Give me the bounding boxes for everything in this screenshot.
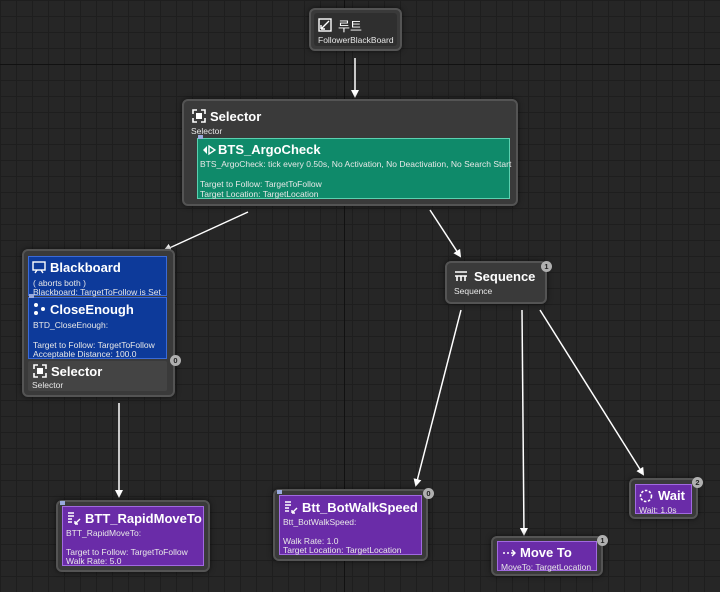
blackboard-line2: Blackboard: TargetToFollow is Set xyxy=(33,287,161,297)
walkspeed-line3: Target Location: TargetLocation xyxy=(283,545,402,555)
execution-index-badge: 1 xyxy=(541,261,552,272)
grid-axis-horizontal xyxy=(0,64,720,65)
wait-title: Wait xyxy=(658,488,685,503)
root-subtitle: FollowerBlackBoard xyxy=(318,35,394,45)
task-marker-icon xyxy=(277,490,282,494)
blackboard-icon xyxy=(32,261,46,274)
closeenough-icon xyxy=(34,303,45,315)
task-icon xyxy=(68,512,81,525)
decorator-marker-icon xyxy=(29,294,34,298)
task-marker-icon xyxy=(60,501,65,505)
moveto-icon xyxy=(503,549,516,557)
task-botwalkspeed-node[interactable]: Btt_BotWalkSpeed Btt_BotWalkSpeed: Walk … xyxy=(273,488,434,561)
walkspeed-line1: Btt_BotWalkSpeed: xyxy=(283,517,357,527)
rapidmove-line1: BTT_RapidMoveTo: xyxy=(66,528,142,538)
decorator-blackboard[interactable]: Blackboard ( aborts both ) Blackboard: T… xyxy=(28,256,167,297)
wire-sequence-walkspeed xyxy=(413,309,462,487)
decorator-closeenough[interactable]: CloseEnough BTD_CloseEnough: Target to F… xyxy=(28,294,167,359)
wire-sequence-wait xyxy=(539,309,645,476)
sequence-subtitle: Sequence xyxy=(454,286,493,296)
closeenough-line3: Acceptable Distance: 100.0 xyxy=(33,349,137,359)
selector-icon xyxy=(33,364,47,378)
task-icon xyxy=(285,501,298,514)
blackboard-line1: ( aborts both ) xyxy=(33,278,86,288)
wire-selector-left xyxy=(163,211,249,252)
execution-index-badge: 1 xyxy=(597,535,608,546)
sequence-title: Sequence xyxy=(474,269,536,284)
closeenough-title: CloseEnough xyxy=(50,302,134,317)
task-wait-node[interactable]: Wait Wait: 1.0s 2 xyxy=(629,477,703,519)
service-title: BTS_ArgoCheck xyxy=(218,142,321,157)
rapidmove-title: BTT_RapidMoveTo xyxy=(85,511,202,526)
service-marker-icon xyxy=(198,135,203,139)
rapidmove-line3: Walk Rate: 5.0 xyxy=(66,556,122,566)
service-icon xyxy=(203,144,216,156)
execution-index-badge: 2 xyxy=(692,477,703,488)
wire-selector-sequence xyxy=(429,209,462,258)
sequence-node[interactable]: Sequence Sequence 1 xyxy=(445,261,552,304)
selector-icon xyxy=(192,109,206,123)
moveto-title: Move To xyxy=(520,545,572,560)
left-selector[interactable]: Selector Selector xyxy=(28,361,167,391)
execution-index-badge: 0 xyxy=(170,355,181,366)
service-line2: Target to Follow: TargetToFollow xyxy=(200,179,322,189)
service-argocheck[interactable]: BTS_ArgoCheck BTS_ArgoCheck: tick every … xyxy=(197,135,512,199)
sequence-icon xyxy=(455,271,467,281)
wait-line1: Wait: 1.0s xyxy=(639,505,677,515)
root-icon xyxy=(318,18,332,32)
left-branch-node[interactable]: Blackboard ( aborts both ) Blackboard: T… xyxy=(22,249,181,397)
selector-main-subtitle: Selector xyxy=(191,126,223,136)
execution-index-badge: 0 xyxy=(423,488,434,499)
moveto-line1: MoveTo: TargetLocation xyxy=(501,562,592,572)
grid-axis-vertical xyxy=(344,0,345,592)
left-selector-subtitle: Selector xyxy=(32,380,64,390)
selector-main-title: Selector xyxy=(210,109,262,124)
root-node[interactable]: 루트 FollowerBlackBoard xyxy=(309,8,402,51)
root-title: 루트 xyxy=(338,19,362,34)
walkspeed-title: Btt_BotWalkSpeed xyxy=(302,500,418,515)
blackboard-title: Blackboard xyxy=(50,260,121,275)
task-rapidmoveto-node[interactable]: BTT_RapidMoveTo BTT_RapidMoveTo: Target … xyxy=(56,500,210,572)
left-selector-title: Selector xyxy=(51,364,103,379)
closeenough-line1: BTD_CloseEnough: xyxy=(33,320,109,330)
rapidmove-line2: Target to Follow: TargetToFollow xyxy=(66,547,188,557)
task-moveto-node[interactable]: Move To MoveTo: TargetLocation 1 xyxy=(491,535,608,576)
service-line3: Target Location: TargetLocation xyxy=(200,189,319,199)
wire-sequence-moveto xyxy=(519,309,528,536)
selector-main-node[interactable]: Selector Selector BTS_ArgoCheck BTS_Argo… xyxy=(182,99,518,206)
service-line1: BTS_ArgoCheck: tick every 0.50s, No Acti… xyxy=(200,159,512,169)
closeenough-line2: Target to Follow: TargetToFollow xyxy=(33,340,155,350)
walkspeed-line2: Walk Rate: 1.0 xyxy=(283,536,339,546)
wait-icon xyxy=(639,489,653,503)
